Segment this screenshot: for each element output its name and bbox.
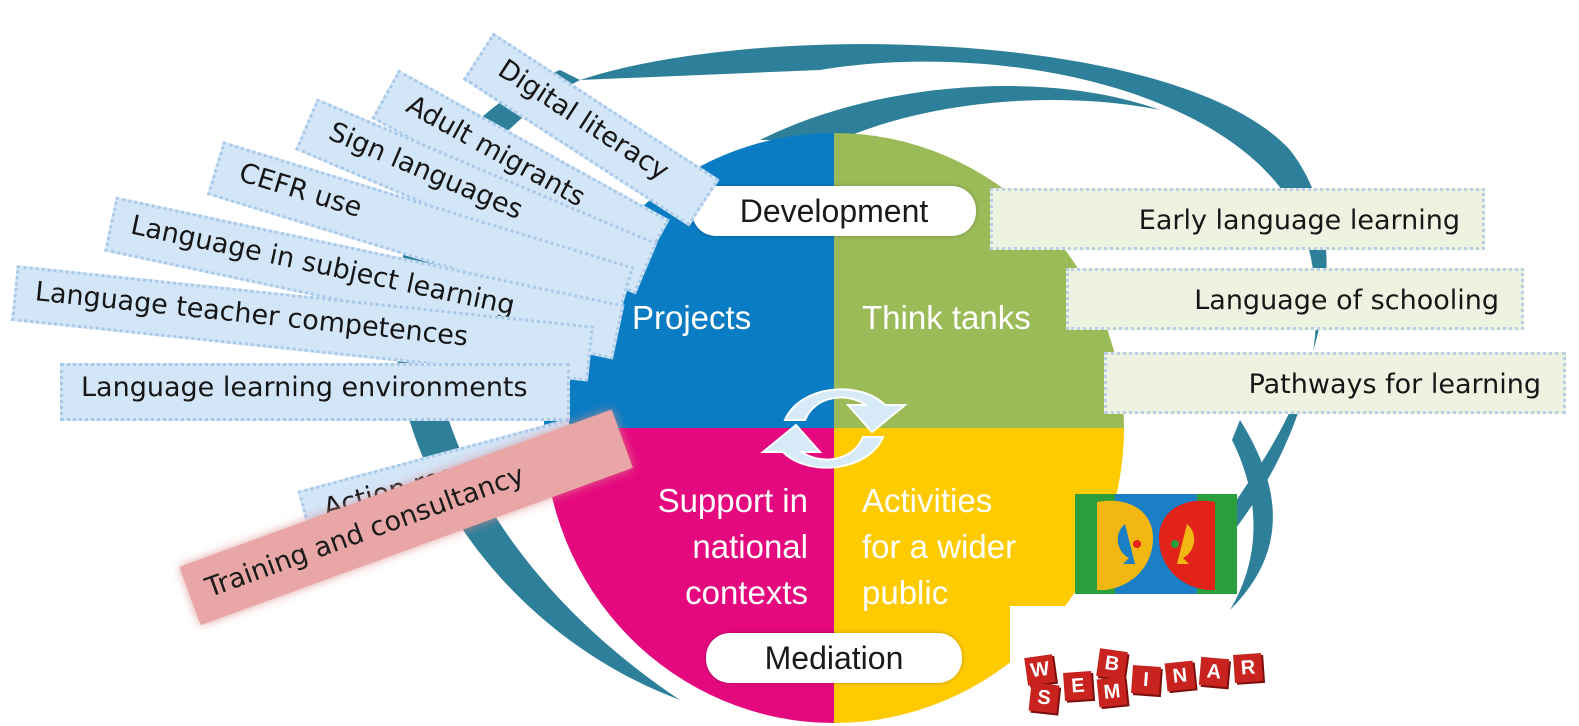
left-tag-language-learning-environments: Language learning environments (60, 363, 570, 421)
quadrant-bottom-left-line: contexts (685, 574, 808, 611)
quadrant-bottom-left-line: national (692, 528, 808, 565)
webinar-letter-tile: N (1164, 660, 1196, 692)
right-tag-language-of-schooling: Language of schooling (1066, 268, 1524, 330)
mediation-pill: Mediation (706, 633, 962, 683)
webinar-badge: W S E B M I N A R (1020, 648, 1280, 714)
ring-swoosh-right-lower (1230, 420, 1273, 610)
cycle-arrows-icon (760, 388, 908, 469)
quadrant-bottom-left-label: Support in national contexts (640, 478, 808, 616)
webinar-letter-tile: S (1028, 682, 1060, 714)
quadrant-top-left-label: Projects (632, 299, 752, 336)
quadrant-bottom-right-line: public (862, 574, 949, 611)
webinar-letter-tile: B (1096, 648, 1128, 680)
webinar-letter-tile: M (1096, 676, 1128, 708)
quadrant-bottom-right-line: for a wider (862, 528, 1017, 565)
webinar-letter-tile: I (1131, 665, 1161, 695)
webinar-letter-tile: A (1198, 656, 1230, 688)
webinar-letter-tile: W (1024, 654, 1056, 686)
quadrant-bottom-right-line: Activities (862, 482, 993, 519)
right-tag-early-language-learning: Early language learning (990, 188, 1485, 250)
development-pill: Development (692, 186, 976, 236)
ring-swoosh-top (760, 86, 1160, 140)
quadrant-top-right-label: Think tanks (862, 299, 1031, 336)
quadrant-bottom-right-label: Activities for a wider public (862, 478, 1016, 616)
right-tag-pathways-for-learning: Pathways for learning (1104, 352, 1566, 414)
webinar-letter-tile: E (1063, 671, 1093, 701)
webinar-letter-tile: R (1233, 653, 1263, 683)
quadrant-bottom-left-line: Support in (657, 482, 808, 519)
faces-logo-icon (1075, 494, 1237, 594)
